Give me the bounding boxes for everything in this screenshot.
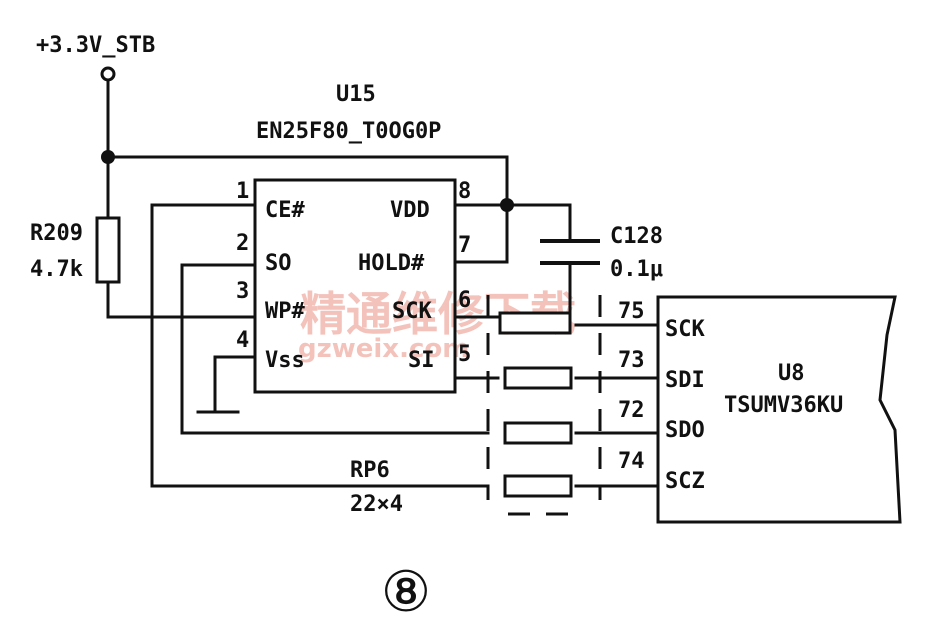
junction-vdd xyxy=(500,198,514,212)
u8-part: TSUMV36KU xyxy=(724,393,843,418)
u8-pin72-num: 72 xyxy=(618,398,645,423)
u8-pin74-name: SCZ xyxy=(665,469,705,494)
u15-pin1-name: CE# xyxy=(265,198,305,223)
rp6-value: 22×4 xyxy=(350,492,403,517)
r209-value: 4.7k xyxy=(30,257,83,282)
u15-pin6-num: 6 xyxy=(458,288,471,313)
u15-pin3-name: WP# xyxy=(265,299,305,324)
u15-pin3-num: 3 xyxy=(236,279,249,304)
u15-pin8-name: VDD xyxy=(390,198,430,223)
u15-pin4-name: Vss xyxy=(265,348,305,373)
u15-ref: U15 xyxy=(336,82,376,107)
u8-pin73-name: SDI xyxy=(665,368,705,393)
u15-pin5-num: 5 xyxy=(458,342,471,367)
rp6-ref: RP6 xyxy=(350,458,390,483)
u8-ref: U8 xyxy=(778,361,805,386)
u8-pin72-name: SDO xyxy=(665,418,705,443)
u8-body xyxy=(656,295,902,524)
u8-pin75-num: 75 xyxy=(618,299,645,324)
u15-pins: 1 CE# 2 SO 3 WP# 4 Vss 8 VDD 7 HOLD# 6 S… xyxy=(236,179,471,373)
u8-pin75-name: SCK xyxy=(665,317,705,342)
u15-pin6-name: SCK xyxy=(392,299,432,324)
u15-pin7-name: HOLD# xyxy=(358,251,425,276)
u15-pin4-num: 4 xyxy=(236,328,249,353)
rp6-resistor-1 xyxy=(498,311,572,335)
rp6-resistor-4 xyxy=(503,474,573,498)
c128-capacitor xyxy=(540,239,600,265)
u8-pin74-num: 74 xyxy=(618,449,645,474)
u15-pin2-name: SO xyxy=(265,251,292,276)
rp6-resistor-3 xyxy=(503,421,573,445)
u15-pin5-name: SI xyxy=(408,348,435,373)
u15-pin8-num: 8 xyxy=(458,179,471,204)
rp6-network xyxy=(486,295,602,516)
u8-pins: 75 SCK 73 SDI 72 SDO 74 SCZ xyxy=(618,299,705,494)
r209-ref: R209 xyxy=(30,221,83,246)
u15-pin2-num: 2 xyxy=(236,231,249,256)
figure-number: ⑧ xyxy=(381,560,431,625)
junction-vcc xyxy=(101,150,115,164)
watermark-url: gzweix.com xyxy=(298,334,469,364)
c128-ref: C128 xyxy=(610,224,663,249)
u15-pin7-num: 7 xyxy=(458,233,471,258)
u15-pin1-num: 1 xyxy=(236,179,249,204)
power-label: +3.3V_STB xyxy=(36,33,155,58)
u15-part: EN25F80_T0OG0P xyxy=(256,119,441,144)
u15-body xyxy=(253,178,457,394)
c128-value: 0.1μ xyxy=(610,257,663,282)
r209-resistor xyxy=(95,216,121,284)
power-terminal xyxy=(100,66,116,82)
u8-pin73-num: 73 xyxy=(618,348,645,373)
rp6-resistor-2 xyxy=(503,366,573,390)
wires xyxy=(106,78,660,488)
